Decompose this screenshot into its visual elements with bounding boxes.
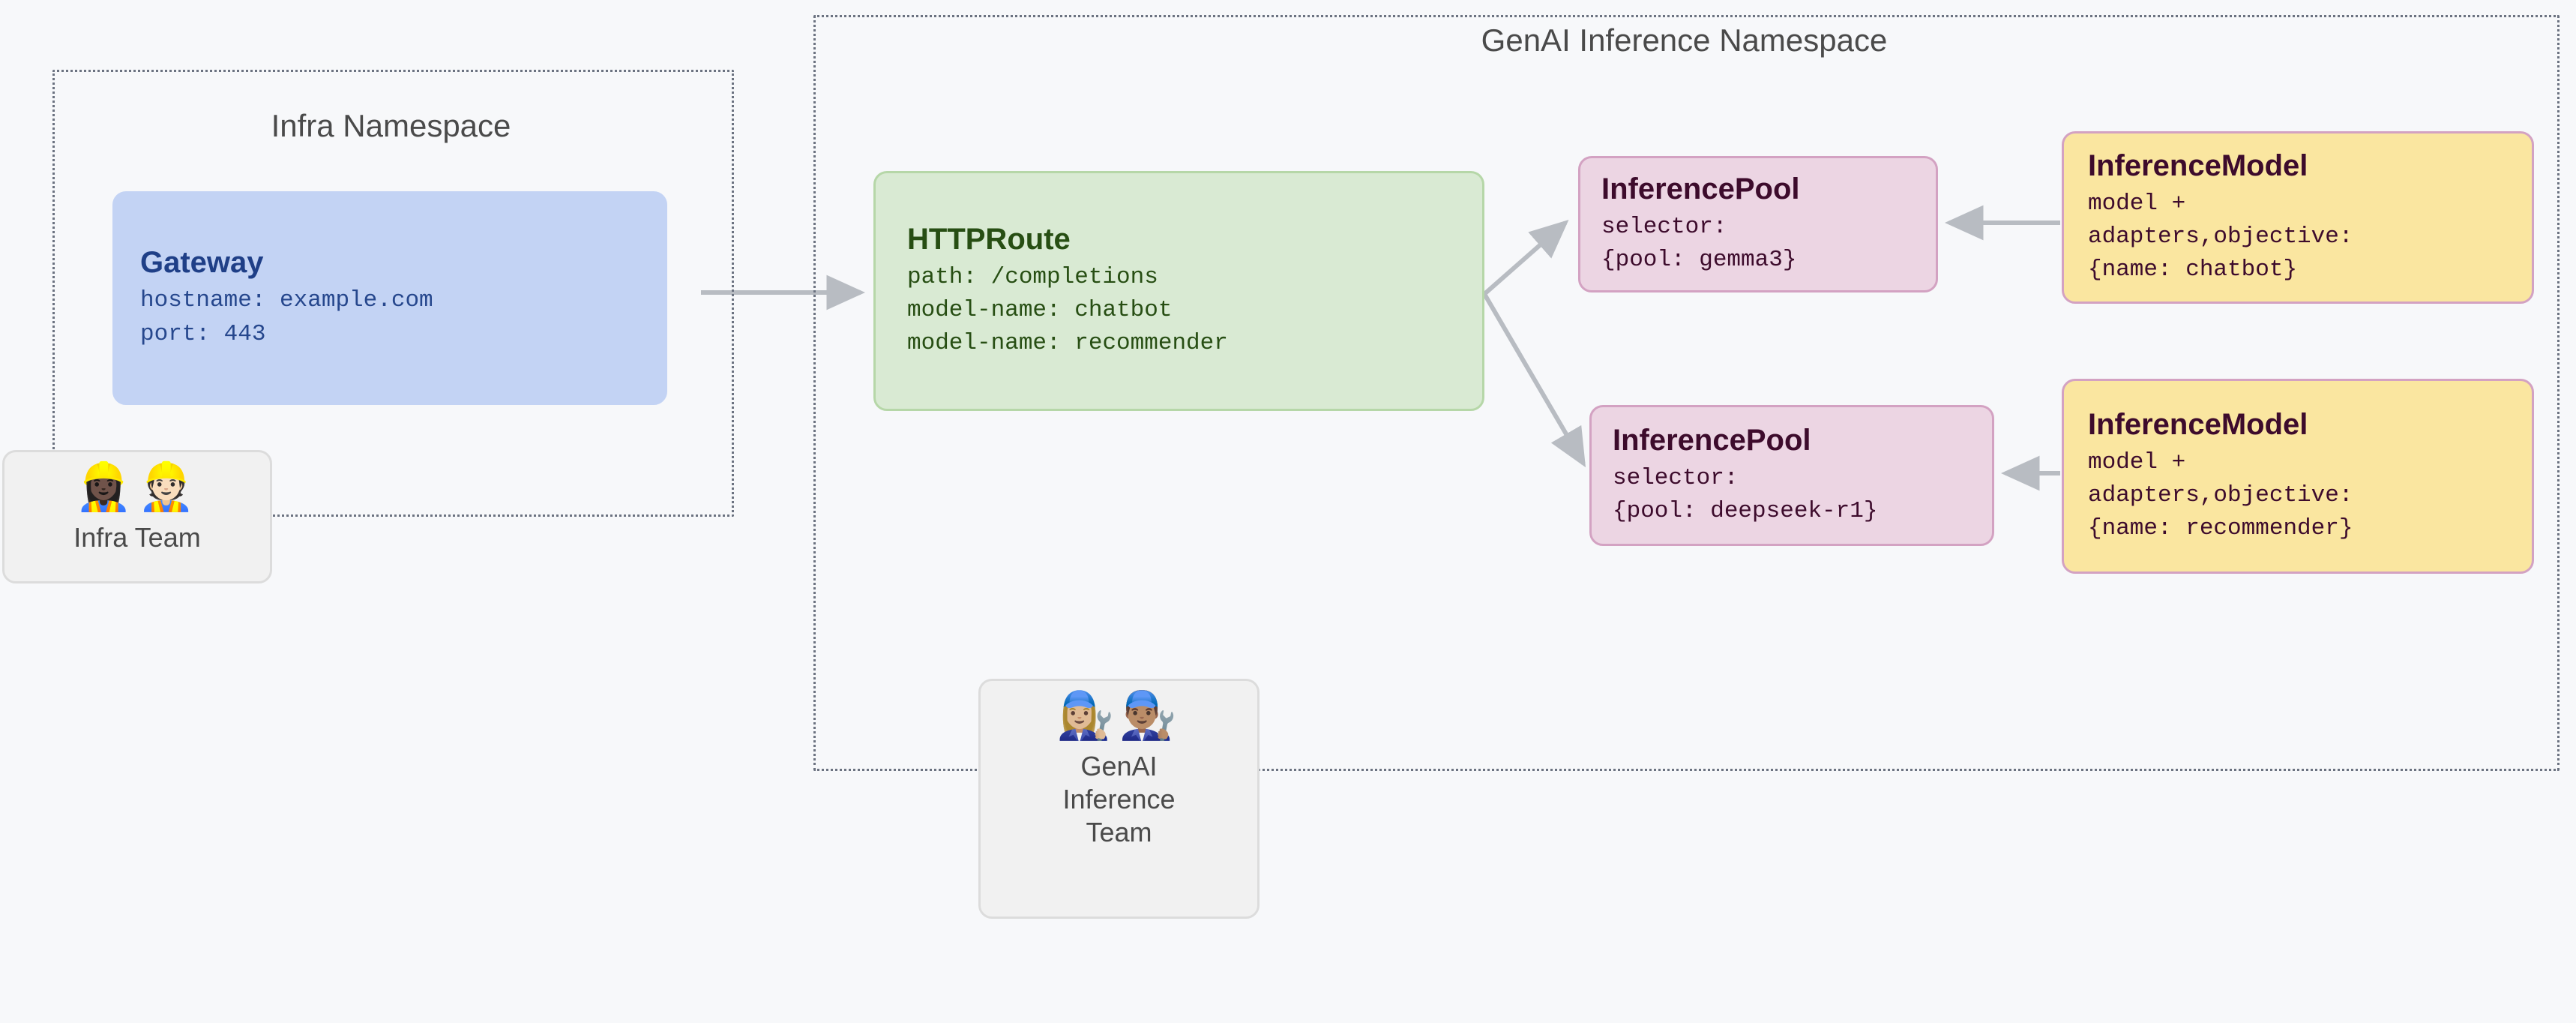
inference-model-2-box[interactable]: InferenceModel model + adapters,objectiv… (2062, 379, 2534, 574)
inference-model-2-spec: model + adapters,objective: {name: recom… (2088, 448, 2353, 542)
httproute-box[interactable]: HTTPRoute path: /completions model-name:… (873, 171, 1484, 411)
genai-inference-team-label: GenAI Inference Team (1062, 751, 1176, 848)
inference-model-1-title: InferenceModel (2088, 148, 2308, 182)
genai-inference-team-badge[interactable]: 👩🏼‍🔧👨🏽‍🔧 GenAI Inference Team (978, 679, 1260, 919)
infra-team-label: Infra Team (73, 522, 201, 553)
inference-pool-2-title: InferencePool (1613, 423, 1811, 457)
gateway-box[interactable]: Gateway hostname: example.com port: 443 (112, 191, 667, 405)
genai-namespace-container (813, 15, 2560, 771)
inference-pool-1-box[interactable]: InferencePool selector: {pool: gemma3} (1578, 156, 1938, 292)
gateway-title: Gateway (140, 246, 264, 280)
inference-model-1-box[interactable]: InferenceModel model + adapters,objectiv… (2062, 131, 2534, 304)
gateway-spec: hostname: example.com port: 443 (140, 287, 433, 347)
infra-namespace-title: Infra Namespace (271, 108, 511, 143)
inference-model-1-spec: model + adapters,objective: {name: chatb… (2088, 190, 2353, 283)
inference-pool-2-box[interactable]: InferencePool selector: {pool: deepseek-… (1589, 405, 1994, 546)
httproute-title: HTTPRoute (907, 222, 1071, 256)
httproute-spec: path: /completions model-name: chatbot m… (907, 263, 1228, 356)
inference-pool-1-title: InferencePool (1601, 172, 1800, 206)
mechanic-icon: 👩🏼‍🔧👨🏽‍🔧 (1056, 690, 1182, 742)
inference-model-2-title: InferenceModel (2088, 407, 2308, 441)
infra-namespace-container (52, 70, 734, 517)
inference-pool-2-spec: selector: {pool: deepseek-r1} (1613, 464, 1878, 524)
inference-pool-1-spec: selector: {pool: gemma3} (1601, 213, 1797, 273)
construction-worker-icon: 👷🏿‍♀️👷🏻 (74, 461, 200, 513)
genai-namespace-title: GenAI Inference Namespace (1481, 22, 1888, 58)
infra-team-badge[interactable]: 👷🏿‍♀️👷🏻 Infra Team (2, 450, 272, 584)
